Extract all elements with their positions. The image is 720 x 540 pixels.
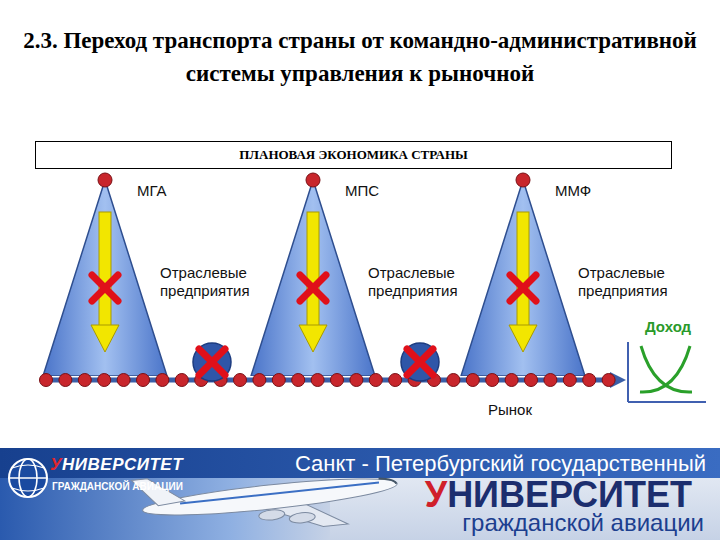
- enterprise-label: Отраслевые предприятия: [368, 264, 486, 300]
- market-dot: [486, 374, 499, 387]
- market-dot: [78, 374, 91, 387]
- university-name: УНИВЕРСИТЕТ: [425, 477, 692, 513]
- pyramid-outline: [251, 180, 375, 376]
- box-label: ПЛАНОВАЯ ЭКОНОМИКА СТРАНЫ: [239, 147, 468, 163]
- enterprise-label: Отраслевые предприятия: [578, 264, 696, 300]
- market-dot: [602, 374, 615, 387]
- market-dot: [253, 374, 266, 387]
- pyramid-outline: [461, 180, 585, 376]
- ministry-name: МПС: [345, 182, 379, 199]
- ministry-pyramid: ММФ Отраслевые предприятия: [458, 172, 698, 376]
- market-dot: [369, 374, 382, 387]
- market-dot: [563, 374, 576, 387]
- ministry-name: ММФ: [555, 182, 591, 199]
- market-dot: [195, 374, 208, 387]
- economy-box: ПЛАНОВАЯ ЭКОНОМИКА СТРАНЫ: [35, 141, 672, 169]
- university-city: Санкт - Петербургский государственный: [295, 451, 706, 477]
- market-label: Рынок: [488, 401, 532, 418]
- market-dot: [408, 374, 421, 387]
- ministry-pyramid: МГА Отраслевые предприятия: [40, 172, 280, 376]
- market-dot: [428, 374, 441, 387]
- market-dot: [331, 374, 344, 387]
- market-dot: [98, 374, 111, 387]
- pyramid-outline: [43, 180, 167, 376]
- enterprise-label: Отраслевые предприятия: [160, 264, 278, 300]
- market-dot: [137, 374, 150, 387]
- market-dot: [117, 374, 130, 387]
- market-dot: [350, 374, 363, 387]
- market-dot: [59, 374, 72, 387]
- logo-title: УНИВЕРСИТЕТ: [50, 455, 183, 475]
- market-dot: [311, 374, 324, 387]
- market-dot: [156, 374, 169, 387]
- market-dot: [525, 374, 538, 387]
- slide-title: 2.3. Переход транспорта страны от команд…: [10, 24, 710, 91]
- market-dot: [447, 374, 460, 387]
- market-dot: [505, 374, 518, 387]
- ministry-pyramid: МПС Отраслевые предприятия: [248, 172, 488, 376]
- income-axis-label: Доход: [645, 318, 691, 335]
- ministry-name: МГА: [137, 182, 167, 199]
- university-subtitle: гражданской авиации: [462, 510, 704, 536]
- market-dot: [466, 374, 479, 387]
- market-dot: [40, 374, 53, 387]
- market-dot: [292, 374, 305, 387]
- market-dot: [583, 374, 596, 387]
- market-dot: [389, 374, 402, 387]
- market-dot: [234, 374, 247, 387]
- market-dot: [214, 374, 227, 387]
- market-dot: [544, 374, 557, 387]
- market-dot: [272, 374, 285, 387]
- logo-subtitle: ГРАЖДАНСКОЙ АВИАЦИИ: [52, 481, 183, 492]
- market-dot: [175, 374, 188, 387]
